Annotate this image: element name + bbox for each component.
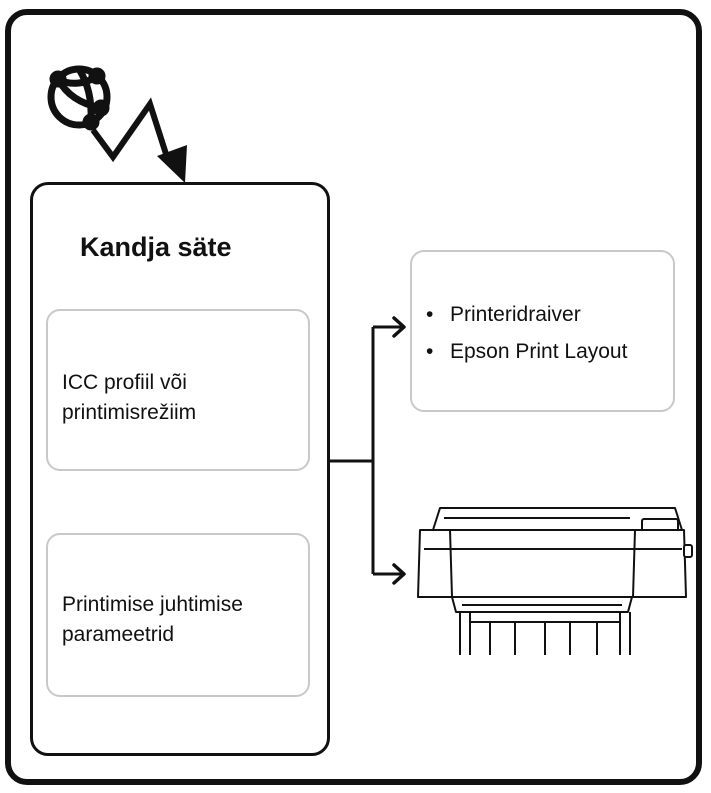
icc-profile-box: ICC profiil või printimisrežiim <box>46 309 310 471</box>
connector-lines <box>330 325 402 576</box>
large-format-printer-icon <box>417 507 693 655</box>
software-targets-box: • Printeridraiver • Epson Print Layout <box>410 250 675 412</box>
bullet-icon: • <box>426 303 434 326</box>
arrow-to-software <box>392 316 406 338</box>
panel-title: Kandja säte <box>80 232 232 262</box>
software-item-label: Epson Print Layout <box>450 340 628 363</box>
icc-profile-line-2: printimisrežiim <box>62 401 197 424</box>
print-control-box: Printimise juhtimise parameetrid <box>46 533 310 697</box>
software-item-printer-driver: • Printeridraiver <box>426 296 627 333</box>
print-control-line-2: parameetrid <box>62 623 175 646</box>
icc-profile-text: ICC profiil või printimisrežiim <box>62 368 196 428</box>
software-list: • Printeridraiver • Epson Print Layout <box>426 296 627 370</box>
bullet-icon: • <box>426 340 434 363</box>
print-control-line-1: Printimise juhtimise <box>62 593 243 616</box>
print-control-text: Printimise juhtimise parameetrid <box>62 590 243 650</box>
globe-network-icon <box>47 65 111 131</box>
arrow-to-printer <box>392 563 406 585</box>
outer-frame <box>5 9 702 785</box>
software-item-label: Printeridraiver <box>450 303 581 326</box>
software-item-print-layout: • Epson Print Layout <box>426 333 627 370</box>
zigzag-arrow-icon <box>90 97 187 183</box>
icc-profile-line-1: ICC profiil või <box>62 371 187 394</box>
